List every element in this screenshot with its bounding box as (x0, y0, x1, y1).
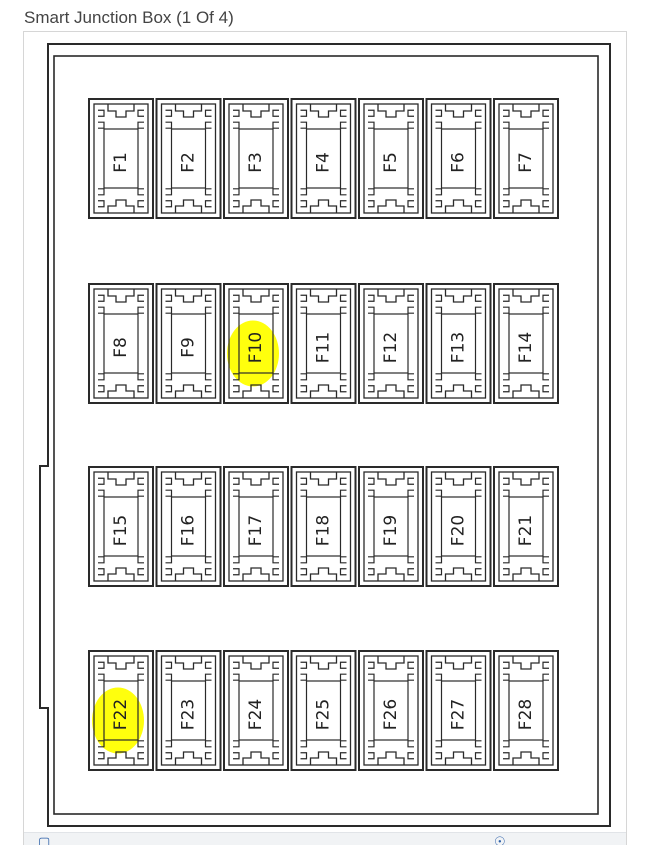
bottom-toolbar: ▢ ☉ (24, 832, 626, 845)
fuse-f8[interactable]: F8 (88, 283, 154, 404)
fuse-f23[interactable]: F23 (155, 650, 222, 771)
fuse-f28[interactable]: F28 (493, 650, 559, 771)
fuse-label: F16 (179, 515, 199, 546)
fuse-f13[interactable]: F13 (425, 283, 492, 404)
fuse-label: F19 (381, 515, 401, 546)
fuse-f2[interactable]: F2 (155, 98, 222, 219)
fuse-f20[interactable]: F20 (425, 466, 492, 587)
fuse-f17[interactable]: F17 (223, 466, 289, 587)
fuse-f14[interactable]: F14 (493, 283, 559, 404)
fuse-f1[interactable]: F1 (88, 98, 154, 219)
fuse-f26[interactable]: F26 (358, 650, 424, 771)
fuse-label: F1 (111, 152, 131, 173)
fuse-f3[interactable]: F3 (223, 98, 289, 219)
fuse-highlight-marker (92, 687, 144, 754)
fuse-f24[interactable]: F24 (223, 650, 289, 771)
bottom-bar-left-icon[interactable]: ▢ (38, 834, 51, 845)
fuse-label: F9 (179, 337, 199, 358)
bottom-bar-right-icon[interactable]: ☉ (494, 834, 506, 845)
fuse-label: F28 (516, 699, 536, 730)
fuse-f22[interactable]: F22 (88, 650, 154, 771)
fuse-f10[interactable]: F10 (223, 283, 289, 404)
fuse-label: F20 (449, 515, 469, 546)
fuse-label: F12 (381, 332, 401, 363)
fuse-label: F25 (314, 699, 334, 730)
fuse-f6[interactable]: F6 (425, 98, 492, 219)
fuse-f7[interactable]: F7 (493, 98, 559, 219)
fuse-label: F11 (314, 332, 334, 363)
fuse-label: F7 (516, 152, 536, 173)
junction-box-outline (39, 43, 611, 827)
fuse-f11[interactable]: F11 (290, 283, 357, 404)
fuse-label: F15 (111, 515, 131, 546)
fuse-label: F24 (246, 699, 266, 730)
fuse-label: F6 (449, 152, 469, 173)
fuse-label: F14 (516, 332, 536, 363)
fuse-f5[interactable]: F5 (358, 98, 424, 219)
fuse-label: F23 (179, 699, 199, 730)
fuse-f9[interactable]: F9 (155, 283, 222, 404)
fuse-label: F18 (314, 515, 334, 546)
fuse-f21[interactable]: F21 (493, 466, 559, 587)
fuse-label: F22 (111, 699, 131, 730)
fuse-f4[interactable]: F4 (290, 98, 357, 219)
fuse-label: F4 (314, 152, 334, 173)
fuse-highlight-marker (227, 320, 279, 387)
fuse-label: F10 (246, 332, 266, 363)
fuse-f25[interactable]: F25 (290, 650, 357, 771)
fuse-f15[interactable]: F15 (88, 466, 154, 587)
diagram-title: Smart Junction Box (1 Of 4) (24, 8, 234, 27)
fuse-f27[interactable]: F27 (425, 650, 492, 771)
fuse-label: F27 (449, 699, 469, 730)
fuse-f18[interactable]: F18 (290, 466, 357, 587)
fuse-label: F13 (449, 332, 469, 363)
fuse-label: F26 (381, 699, 401, 730)
fuse-label: F21 (516, 515, 536, 546)
fuse-label: F2 (179, 152, 199, 173)
fuse-label: F17 (246, 515, 266, 546)
fuse-f16[interactable]: F16 (155, 466, 222, 587)
fuse-f12[interactable]: F12 (358, 283, 424, 404)
fuse-f19[interactable]: F19 (358, 466, 424, 587)
fuse-label: F3 (246, 152, 266, 173)
fuse-label: F5 (381, 152, 401, 173)
fuse-label: F8 (111, 337, 131, 358)
